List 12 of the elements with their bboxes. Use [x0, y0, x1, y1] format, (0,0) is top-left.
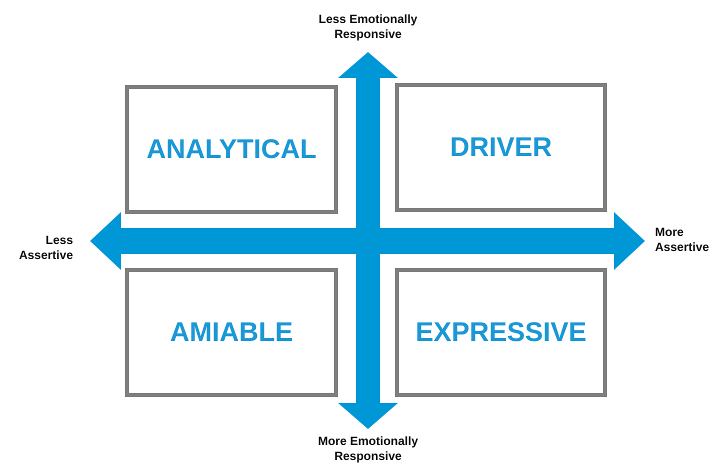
quadrant-box — [395, 268, 607, 397]
axis-label: Less Emotionally Responsive — [318, 12, 418, 42]
quadrant-title: AMIABLE — [170, 317, 293, 348]
axis-label: More Emotionally Responsive — [316, 434, 419, 464]
quadrant-box — [395, 83, 607, 212]
quadrant-title: EXPRESSIVE — [415, 317, 587, 348]
quadrant-title: ANALYTICAL — [146, 134, 316, 165]
quadrant-box — [125, 268, 338, 397]
quadrant-title: DRIVER — [450, 132, 552, 163]
axis-label: More Assertive — [655, 225, 710, 255]
axis-label: Less Assertive — [18, 233, 73, 263]
quadrant-box — [125, 85, 338, 214]
